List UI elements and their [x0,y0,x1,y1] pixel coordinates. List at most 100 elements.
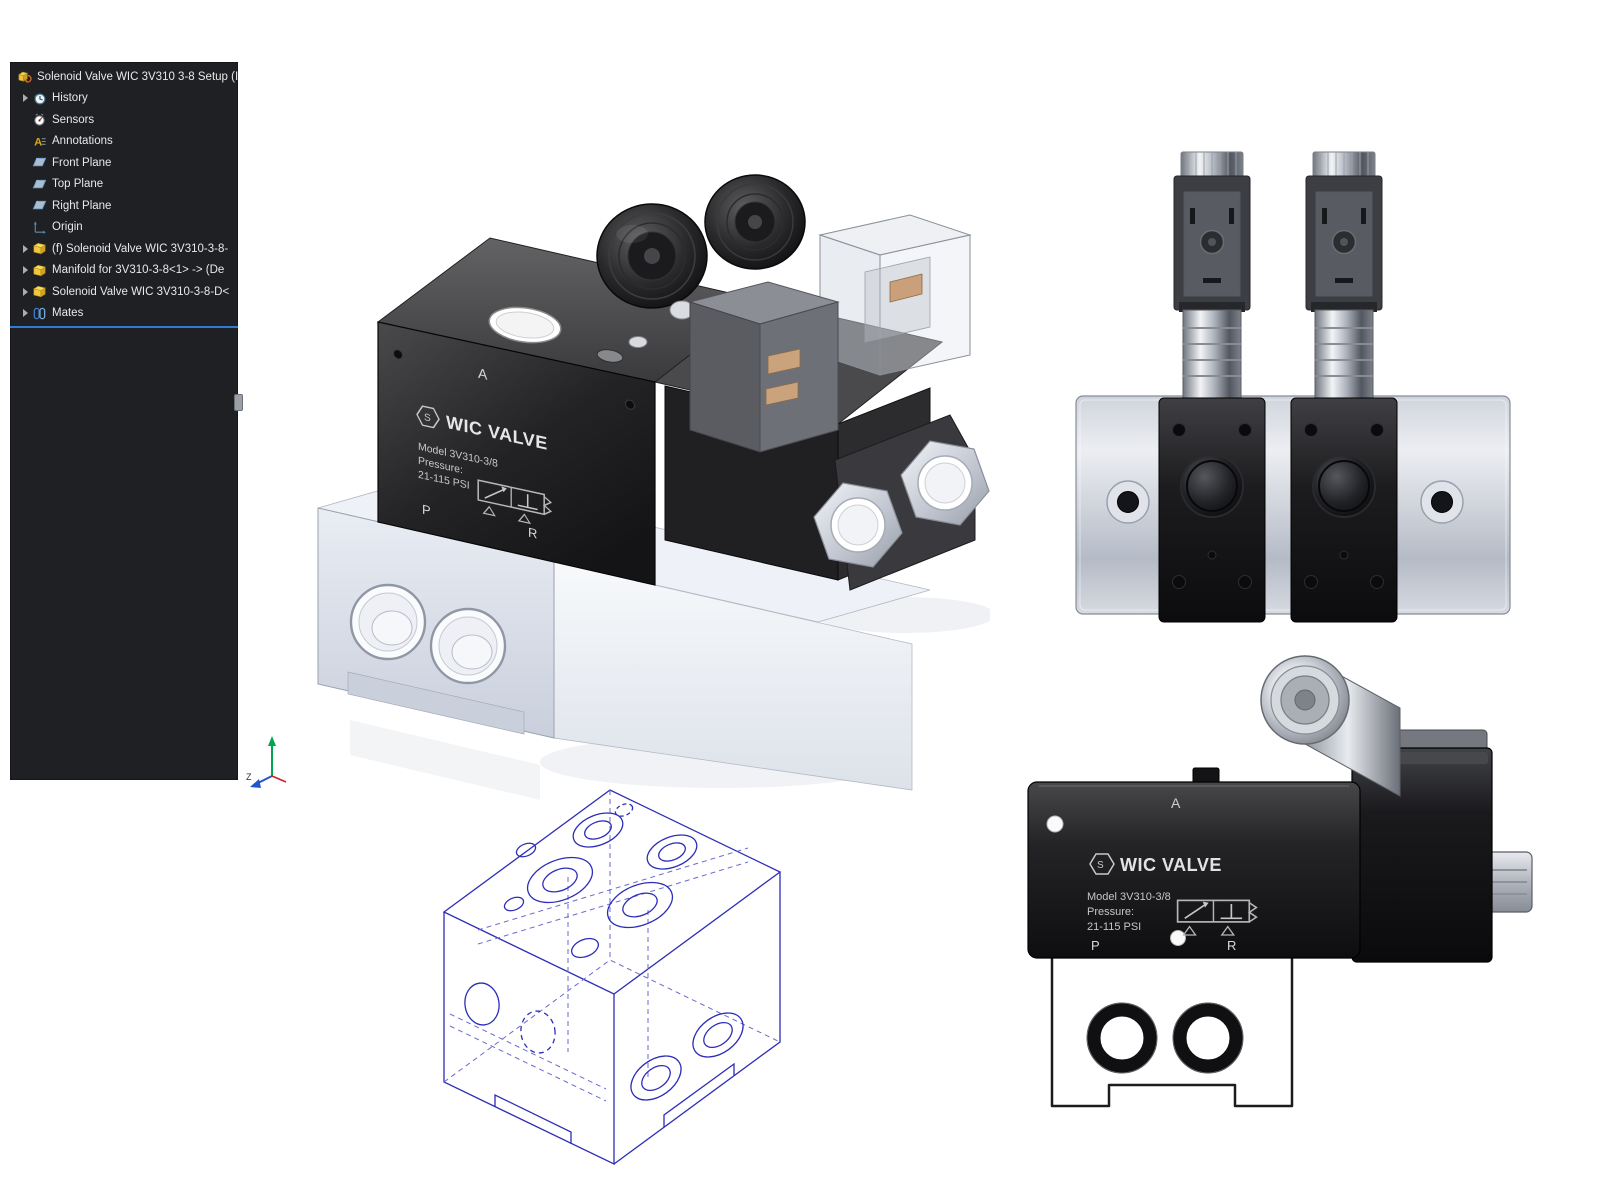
tree-item-front-plane[interactable]: Front Plane [10,152,238,174]
hex-fitting[interactable] [813,414,990,591]
tree-item-label: Origin [52,221,83,234]
svg-text:S: S [424,412,431,424]
plate-hole [1420,480,1464,524]
expand-arrow-icon[interactable] [18,266,32,275]
expand-arrow-icon [18,223,32,231]
origin-icon [32,220,47,235]
part-icon [32,241,47,256]
valve-body-front[interactable]: A S WIC VALVE Model 3V310-3/8 Pressure: … [377,321,656,586]
armature-tube[interactable] [1260,655,1401,797]
valve-unit-left[interactable] [1158,151,1266,623]
brand-logo-icon [1089,853,1115,875]
collar [1179,302,1245,312]
armature-tube [1314,309,1374,399]
rollback-handle[interactable] [234,394,243,411]
z-axis-label: Z [246,772,252,782]
valve-port [1312,454,1376,518]
rollback-bar[interactable] [10,326,238,328]
tree-item-manifold[interactable]: Manifold for 3V310-3-8<1> -> (De [10,260,238,282]
expand-arrow-icon [18,137,32,145]
y-axis-icon [268,736,276,746]
feature-tree-panel: Solenoid Valve WIC 3V310 3-8 Setup (I Hi… [10,62,243,780]
o-ring [1087,1003,1157,1073]
tree-item-label: Solenoid Valve WIC 3V310-3-8-D< [52,285,230,298]
screw-hole [1046,815,1064,833]
tree-item-mates[interactable]: Mates [10,303,238,325]
manifold-port[interactable] [349,583,427,661]
valve-unit-right[interactable] [1290,151,1398,623]
mates-icon [32,306,47,321]
expand-arrow-icon[interactable] [18,309,32,318]
manifold-bracket[interactable] [1050,954,1294,1108]
part-icon [32,263,47,278]
plane-icon [32,155,47,170]
tree-item-label: Annotations [52,135,113,148]
tree-item-label: Sensors [52,113,95,126]
plane-icon [32,198,47,213]
connector-pin [889,273,923,303]
manifold-port[interactable] [429,607,507,685]
expand-arrow-icon [18,202,32,210]
tree-item-part-solenoid-valve-f[interactable]: (f) Solenoid Valve WIC 3V310-3-8- [10,238,238,260]
valve-port [1180,454,1244,518]
front-view[interactable] [1060,130,1540,640]
port-p-label: P [422,502,431,519]
port-a-label: A [478,366,488,384]
tree-item-label: Right Plane [52,199,112,212]
expand-arrow-icon[interactable] [18,244,32,253]
pressure-label: Pressure: [1087,906,1134,918]
tree-item-right-plane[interactable]: Right Plane [10,195,238,217]
plate-hole [1106,480,1150,524]
manifold-groove [347,671,525,735]
wireframe-manifold[interactable] [442,789,782,1166]
tree-item-annotations[interactable]: Annotations [10,131,238,153]
tree-item-label: Front Plane [52,156,112,169]
valve-label: A S WIC VALVE Model 3V310-3/8 Pressure: … [1087,795,1258,953]
expand-arrow-icon [18,116,32,124]
feature-tree: Solenoid Valve WIC 3V310 3-8 Setup (I Hi… [10,62,238,328]
reference-triad: Z [246,736,287,788]
part-icon [32,284,47,299]
side-view[interactable]: A S WIC VALVE Model 3V310-3/8 Pressure: … [1015,648,1565,1118]
brand-logo-icon [416,405,440,429]
expand-arrow-icon[interactable] [18,94,32,103]
tree-item-label: (f) Solenoid Valve WIC 3V310-3-8- [52,242,229,255]
history-icon [32,91,47,106]
wireframe-manifold-view[interactable] [418,752,808,1172]
pressure-value: 21-115 PSI [1087,921,1141,933]
port-r-label: R [1227,938,1236,953]
connector-pin [765,381,799,406]
iso-assembly-view[interactable]: A S WIC VALVE Model 3V310-3/8 Pressure: … [290,160,990,800]
screw-hole [1170,930,1186,946]
connector-tab[interactable] [1480,851,1533,913]
expand-arrow-icon[interactable] [18,287,32,296]
collar [1311,302,1377,312]
expand-arrow-icon [18,180,32,188]
tree-item-root[interactable]: Solenoid Valve WIC 3V310 3-8 Setup (I [10,66,238,88]
svg-text:S: S [1097,860,1104,871]
valve-top-port[interactable] [487,303,563,347]
solenoid-housing[interactable] [1351,729,1493,963]
tree-item-origin[interactable]: Origin [10,217,238,239]
port-a-label: A [1171,795,1181,811]
annotations-icon [32,134,47,149]
valve-body-side[interactable]: A S WIC VALVE Model 3V310-3/8 Pressure: … [1027,767,1361,959]
solenoid-coil-rear[interactable] [704,174,806,270]
tree-item-solenoid-valve-2[interactable]: Solenoid Valve WIC 3V310-3-8-D< [10,281,238,303]
z-axis-icon [250,779,261,788]
port-p-label: P [1091,938,1100,953]
connector-pin [767,348,801,375]
sensors-icon [32,112,47,127]
tree-item-history[interactable]: History [10,88,238,110]
tree-item-sensors[interactable]: Sensors [10,109,238,131]
tree-item-top-plane[interactable]: Top Plane [10,174,238,196]
assembly-icon [17,69,32,84]
expand-arrow-icon [18,159,32,167]
din-connector-rear[interactable] [818,214,972,376]
solenoid-coil-front[interactable] [596,203,708,309]
model-text: Model 3V310-3/8 [1087,891,1171,903]
plane-icon [32,177,47,192]
o-ring [1173,1003,1243,1073]
tree-item-label: Mates [52,307,84,320]
din-connector-front[interactable] [669,281,840,453]
